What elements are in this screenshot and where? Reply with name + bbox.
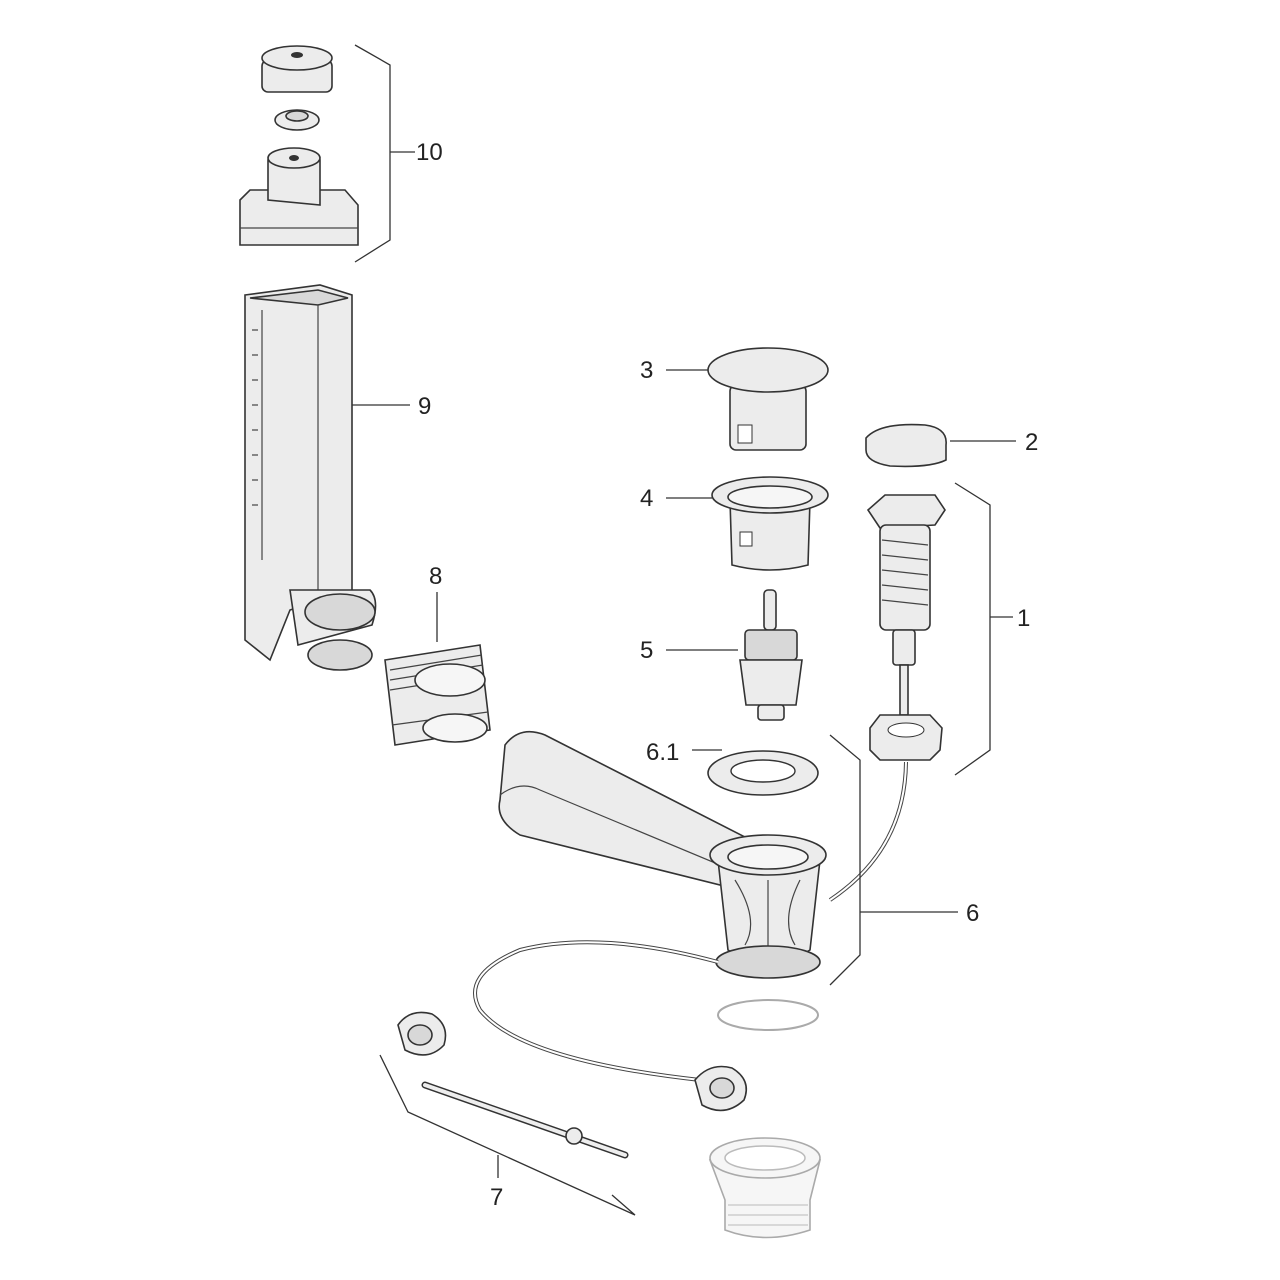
label-10: 10 bbox=[416, 139, 443, 166]
part-4-plug-body bbox=[711, 476, 829, 571]
label-8: 8 bbox=[429, 563, 442, 590]
leader-lines bbox=[352, 44, 1016, 1216]
actuator-spring bbox=[881, 539, 929, 606]
part-1-actuator bbox=[828, 494, 946, 902]
part-5-valve-insert bbox=[739, 589, 803, 721]
part-6-1-seal-ring bbox=[707, 750, 819, 796]
label-6: 6 bbox=[966, 900, 979, 927]
label-7: 7 bbox=[490, 1184, 503, 1211]
label-6-1: 6.1 bbox=[646, 739, 679, 766]
label-2: 2 bbox=[1025, 429, 1038, 456]
label-5: 5 bbox=[640, 637, 653, 664]
part-7-nut-and-rod bbox=[397, 1011, 629, 1159]
part-3-plug-cap bbox=[707, 347, 829, 451]
part-10-cap-assembly bbox=[239, 45, 359, 246]
label-9: 9 bbox=[418, 393, 431, 420]
part-8-bellows-connector bbox=[384, 644, 491, 746]
bracket-6 bbox=[829, 734, 861, 986]
lower-seal-and-outlet bbox=[708, 999, 822, 1239]
part-6-waste-body bbox=[473, 730, 827, 1112]
label-3: 3 bbox=[640, 357, 653, 384]
part-labels: 10 9 8 3 2 4 1 5 6.1 6 7 bbox=[416, 139, 1038, 1211]
bracket-7 bbox=[379, 1054, 636, 1216]
label-1: 1 bbox=[1017, 605, 1030, 632]
bracket-10 bbox=[354, 44, 391, 263]
label-4: 4 bbox=[640, 485, 653, 512]
part-2-operating-knob bbox=[865, 423, 947, 468]
part-9-vertical-duct bbox=[244, 284, 377, 671]
duct-markings bbox=[252, 329, 258, 506]
bracket-1 bbox=[954, 482, 991, 776]
